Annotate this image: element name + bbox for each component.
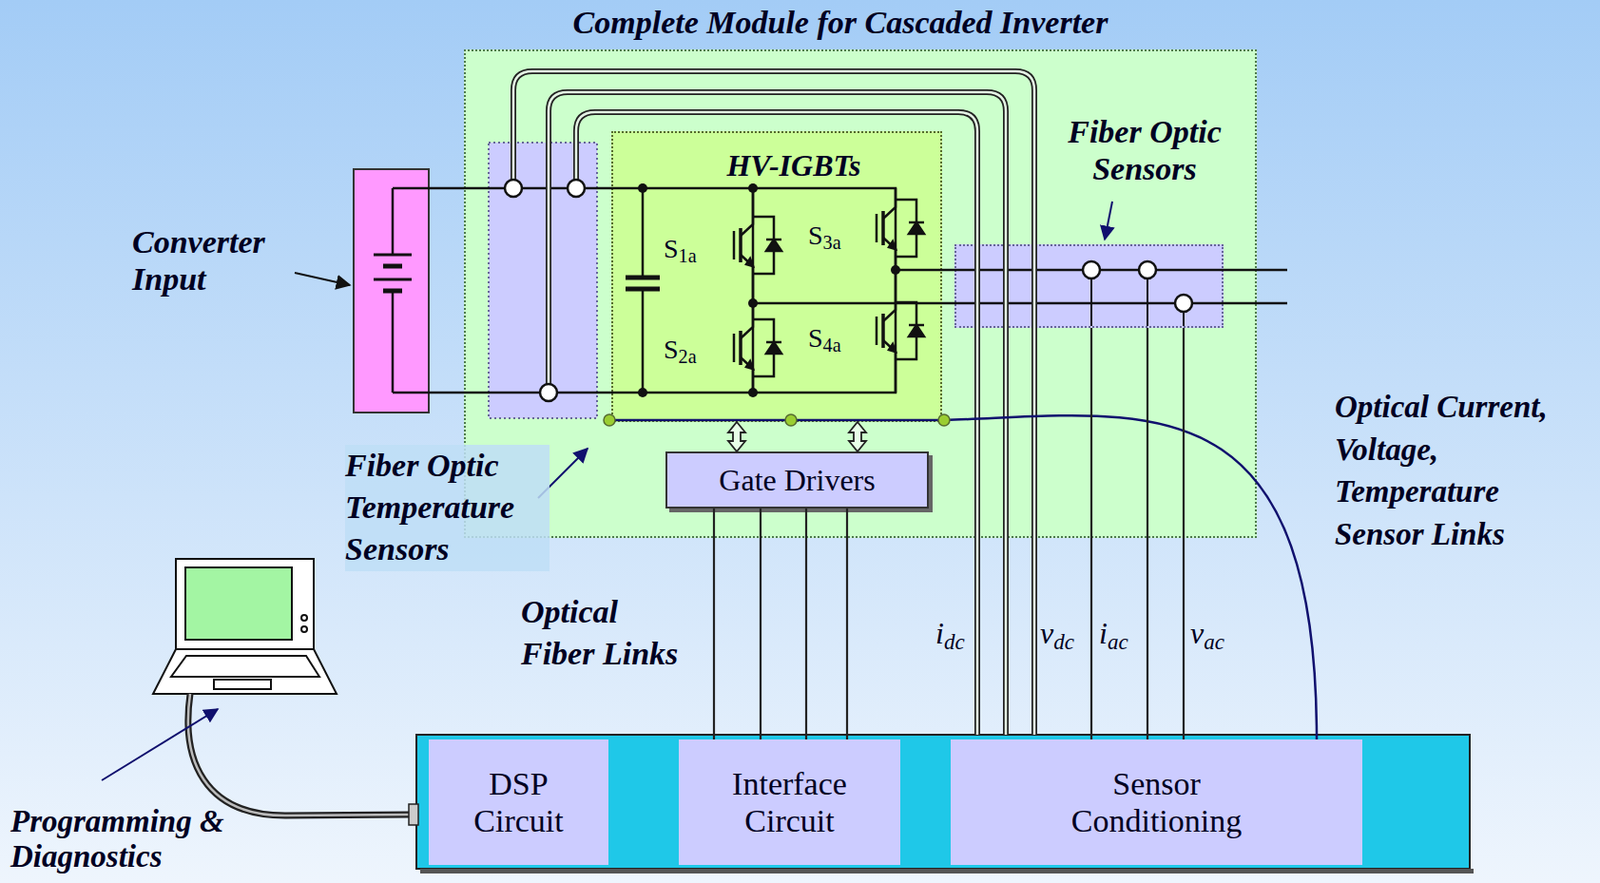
switch-label: S2a	[663, 334, 697, 366]
gate-driver-label: Gate Drivers	[718, 462, 875, 499]
dsp-label: DSP Circuit	[457, 765, 581, 840]
callout-label: Fiber Optic Temperature Sensors	[345, 444, 550, 572]
igbt-symbols	[733, 188, 925, 393]
battery-symbol	[373, 254, 412, 291]
sensor-conditioning-box: Sensor Conditioning	[950, 739, 1363, 866]
sensor-fiber-link	[1091, 327, 1184, 740]
sensor-heading: Fiber Optic Sensors	[1049, 113, 1240, 188]
sensor-conditioning-label: Sensor Conditioning	[1061, 765, 1253, 840]
control-arrow	[728, 422, 867, 452]
dc-sensor-box	[488, 142, 598, 419]
signal-name: idc	[935, 616, 965, 652]
sensor-rings	[504, 179, 1193, 402]
callout-label: Optical Current, Voltage, Temperature Se…	[1334, 385, 1594, 556]
laptop-icon	[153, 559, 337, 694]
dsp-box: DSP Circuit	[428, 739, 609, 866]
board-shadow	[420, 868, 1474, 874]
signal-name: vac	[1190, 616, 1225, 652]
switch-label: S4a	[808, 323, 842, 354]
callout-label: Optical Fiber Links	[520, 591, 691, 675]
callout-arrows	[101, 201, 1113, 781]
ac-fiber-stubs	[1091, 278, 1184, 327]
dc-fibers	[513, 71, 1035, 735]
signal-name: vdc	[1040, 616, 1075, 652]
gate-driver-box: Gate Drivers	[665, 451, 929, 509]
interface-box: Interface Circuit	[678, 739, 901, 866]
signal-name: iac	[1098, 616, 1129, 652]
temperature-link	[603, 414, 1317, 740]
module-title: Complete Module for Cascaded Inverter	[498, 3, 1183, 41]
switch-label: S3a	[808, 220, 842, 251]
junction-dots	[637, 183, 901, 398]
callout-label: Programming & Diagnostics	[10, 804, 256, 875]
power-wires	[392, 188, 1288, 393]
switch-label: S1a	[663, 233, 697, 265]
igbt-box: HV-IGBTs	[611, 131, 943, 423]
capacitor-symbol	[625, 277, 660, 290]
igbt-heading: HV-IGBTs	[708, 148, 880, 184]
optical-fiber-link	[713, 508, 848, 740]
interface-label: Interface Circuit	[713, 765, 867, 840]
controller-board	[416, 734, 1470, 869]
converter-input-label: Converter Input	[132, 223, 302, 298]
